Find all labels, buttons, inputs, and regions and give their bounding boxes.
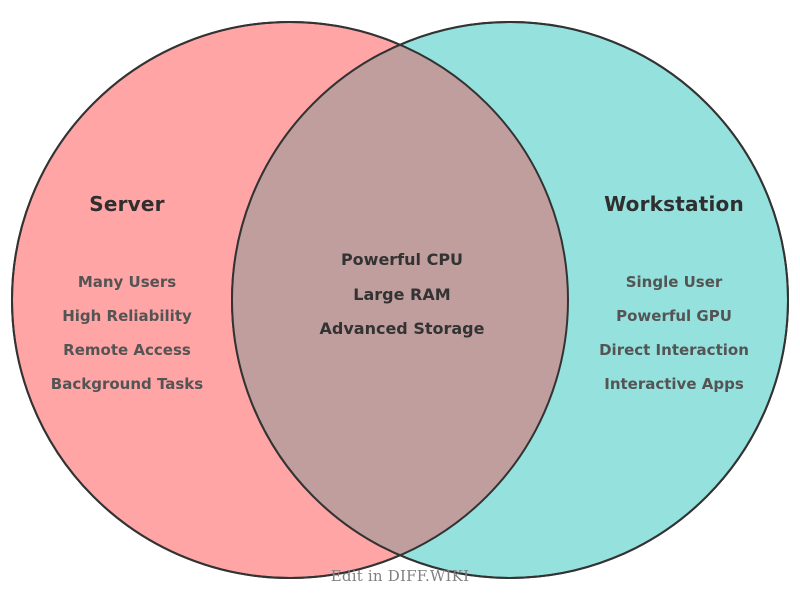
edit-link[interactable]: Edit in DIFF.WIKI	[330, 567, 470, 585]
right-set-outline	[231, 21, 789, 579]
left-set-outline	[11, 21, 569, 579]
intersection-region[interactable]	[232, 22, 788, 578]
